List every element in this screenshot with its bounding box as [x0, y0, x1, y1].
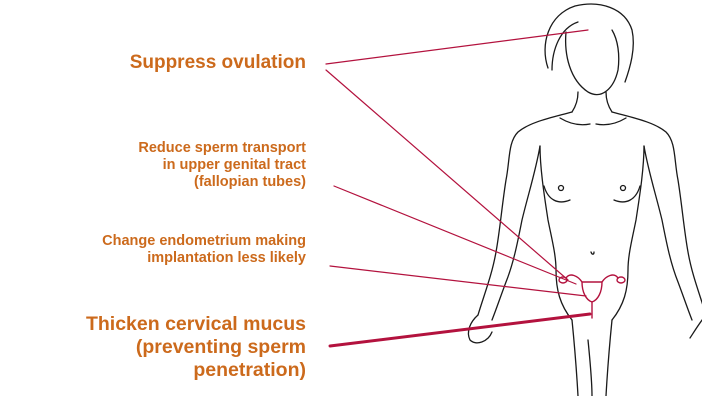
label-line: Reduce sperm transport: [138, 140, 306, 157]
label-line: (fallopian tubes): [138, 174, 306, 191]
label-line: penetration): [86, 359, 306, 382]
label-line: (preventing sperm: [86, 336, 306, 359]
female-body-outline-icon: [468, 4, 702, 396]
label-change-endometrium: Change endometrium making implantation l…: [102, 233, 306, 267]
label-line: Thicken cervical mucus: [86, 313, 306, 336]
label-line: Suppress ovulation: [130, 52, 306, 74]
pointer-line-thicken-cervical-mucus: [330, 314, 590, 346]
pointer-line-suppress-ovulation: [326, 30, 588, 64]
pointer-line-reduce-sperm-transport: [334, 186, 576, 284]
label-line: implantation less likely: [102, 250, 306, 267]
label-line: Change endometrium making: [102, 233, 306, 250]
pointer-line-change-endometrium: [330, 266, 586, 296]
pointer-lines: [326, 30, 590, 346]
pointer-line-suppress-ovulation-ovary: [326, 70, 568, 280]
label-suppress-ovulation: Suppress ovulation: [130, 52, 306, 74]
label-thicken-cervical-mucus: Thicken cervical mucus (preventing sperm…: [86, 313, 306, 382]
label-reduce-sperm-transport: Reduce sperm transport in upper genital …: [138, 140, 306, 191]
label-line: in upper genital tract: [138, 157, 306, 174]
